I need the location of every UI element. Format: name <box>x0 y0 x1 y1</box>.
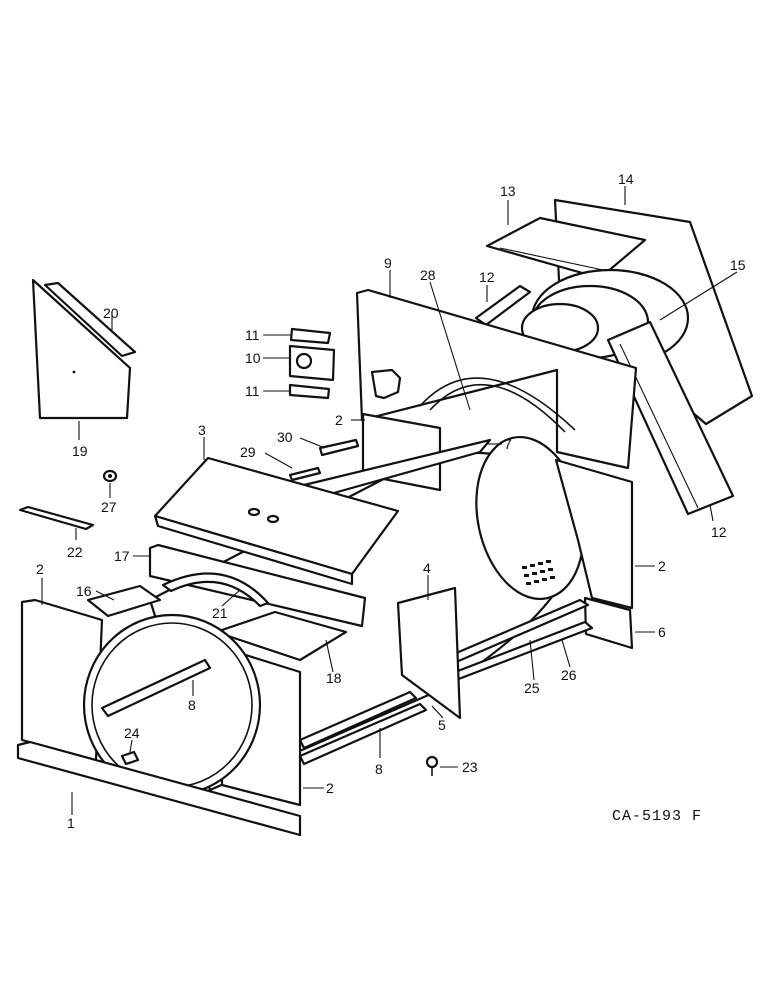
callout-2-bottom: 2 <box>326 780 334 796</box>
rail-8-lower <box>298 690 428 766</box>
callout-3: 3 <box>198 422 206 438</box>
callout-21: 21 <box>212 605 228 621</box>
callout-2-mid: 2 <box>335 412 343 428</box>
callout-19: 19 <box>72 443 88 459</box>
callout-2-left: 2 <box>36 561 44 577</box>
panel-2-right <box>554 458 634 610</box>
top-plate-3 <box>153 456 400 586</box>
callout-20: 20 <box>103 305 119 321</box>
callout-22: 22 <box>67 544 83 560</box>
callout-10: 10 <box>245 350 261 366</box>
callout-11-bottom: 11 <box>245 383 260 399</box>
vent-holes <box>522 560 555 585</box>
callout-2-right: 2 <box>658 558 666 574</box>
bracket-12-upper <box>474 284 532 327</box>
callout-12-upper: 12 <box>479 269 495 285</box>
callout-5: 5 <box>438 717 446 733</box>
arc-21 <box>161 572 270 608</box>
side-panel-19 <box>31 278 137 420</box>
bolt-23 <box>425 755 439 776</box>
callout-24: 24 <box>124 725 140 741</box>
callout-25: 25 <box>524 680 540 696</box>
callout-28: 28 <box>420 267 436 283</box>
callout-29: 29 <box>240 444 256 460</box>
base-frame-1 <box>16 740 302 837</box>
callout-15: 15 <box>730 257 746 273</box>
strip-22 <box>18 505 95 531</box>
callout-1: 1 <box>67 815 75 831</box>
plate-18 <box>214 610 348 662</box>
bracket-30 <box>318 438 360 457</box>
callout-26: 26 <box>561 667 577 683</box>
callout-7: 7 <box>504 436 512 452</box>
callout-4: 4 <box>423 560 431 576</box>
rear-panel-9 <box>355 288 638 470</box>
partition-4 <box>396 586 462 720</box>
callout-30: 30 <box>277 429 293 445</box>
callout-12-lower: 12 <box>711 524 727 540</box>
callout-18: 18 <box>326 670 342 686</box>
callouts: 1 2 2 2 2 3 4 5 6 7 8 8 9 10 11 11 12 12… <box>36 171 746 831</box>
callout-17: 17 <box>114 548 130 564</box>
plates-10-11 <box>288 327 336 400</box>
callout-6: 6 <box>658 624 666 640</box>
callout-13: 13 <box>500 183 516 199</box>
leader-lines <box>41 186 738 815</box>
top-plate-13 <box>485 216 647 280</box>
rail-17 <box>148 543 367 628</box>
callout-16: 16 <box>76 583 92 599</box>
nut-27 <box>102 469 118 483</box>
callout-8-front: 8 <box>188 697 196 713</box>
plate-16 <box>86 584 162 618</box>
callout-27: 27 <box>101 499 117 515</box>
callout-8-lower: 8 <box>375 761 383 777</box>
callout-23: 23 <box>462 759 478 775</box>
callout-9: 9 <box>384 255 392 271</box>
drawing-code: CA-5193 F <box>612 808 702 825</box>
bracket-29 <box>288 466 322 482</box>
callout-14: 14 <box>618 171 634 187</box>
callout-11-top: 11 <box>245 327 260 343</box>
front-frame <box>20 598 302 807</box>
